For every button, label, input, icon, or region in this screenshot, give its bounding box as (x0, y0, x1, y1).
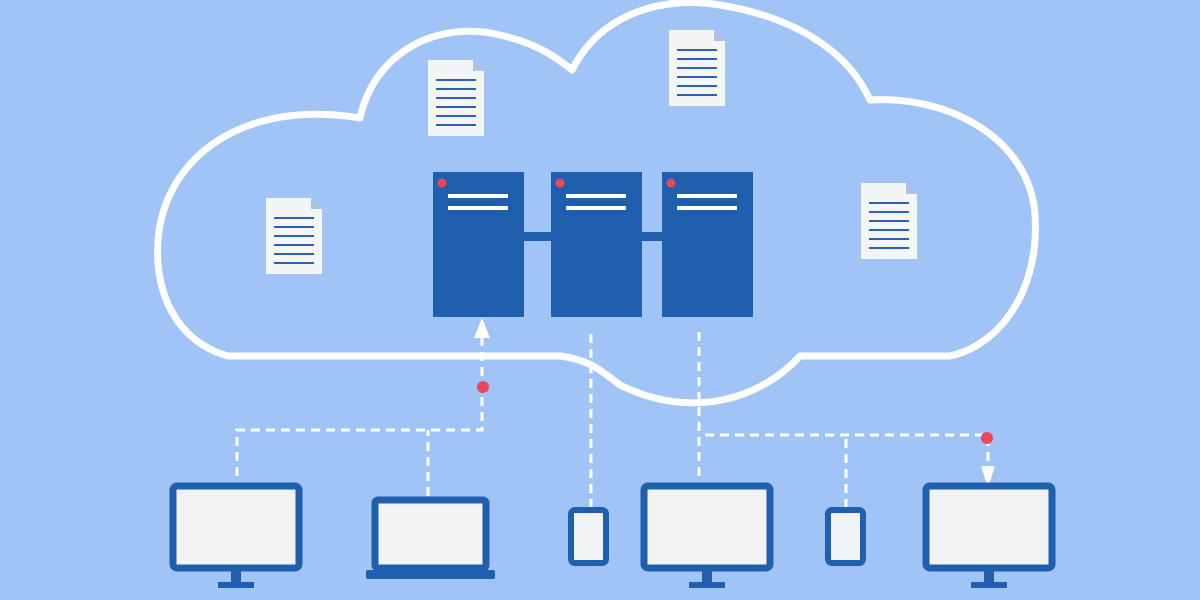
phone-2 (825, 507, 866, 566)
server-link-right (640, 232, 664, 241)
monitor-stand (984, 570, 994, 582)
server-bar (677, 206, 737, 210)
server-body (551, 172, 642, 317)
smartphone-icon (825, 507, 866, 566)
server-status-dot (666, 178, 676, 188)
monitor-icon (640, 482, 774, 572)
server-bar (566, 194, 626, 198)
server-bar (677, 194, 737, 198)
server-body (433, 172, 524, 317)
monitor-stand (231, 570, 241, 582)
document-lines (274, 217, 314, 264)
monitor-base (218, 582, 254, 588)
laptop (366, 496, 495, 579)
monitor-icon (922, 482, 1056, 572)
document-lines (436, 79, 476, 126)
desktop-monitor-3 (922, 482, 1056, 588)
desktop-monitor-1 (169, 482, 303, 588)
connector-right-branch (705, 433, 990, 466)
server-bar (448, 206, 508, 210)
desktop-monitor-2 (640, 482, 774, 588)
document-left (266, 198, 322, 274)
server-left (433, 172, 524, 317)
arrow-down-icon (981, 466, 995, 488)
server-body (662, 172, 753, 317)
document-top-left (428, 60, 484, 136)
laptop-icon (371, 496, 490, 572)
document-fold (311, 198, 322, 209)
server-center (551, 172, 642, 317)
phone-1 (568, 507, 609, 566)
document-fold (906, 183, 917, 194)
monitor-base (689, 582, 725, 588)
monitor-stand (702, 570, 712, 582)
monitor-base (971, 582, 1007, 588)
server-status-dot (555, 178, 565, 188)
monitor-icon (169, 482, 303, 572)
connector-status-dot (981, 432, 993, 444)
server-right (662, 172, 753, 317)
document-fold (714, 30, 725, 41)
document-lines (869, 202, 909, 249)
connector-status-dot (477, 381, 489, 393)
server-bar (566, 206, 626, 210)
server-bar (448, 194, 508, 198)
server-status-dot (437, 178, 447, 188)
cloud-outline (154, 0, 1039, 407)
document-fold (473, 60, 484, 71)
arrow-up-icon (474, 318, 490, 338)
server-link-left (522, 232, 553, 241)
document-lines (677, 49, 717, 96)
laptop-base (366, 570, 495, 579)
document-right (861, 183, 917, 259)
smartphone-icon (568, 507, 609, 566)
document-top-right (669, 30, 725, 106)
